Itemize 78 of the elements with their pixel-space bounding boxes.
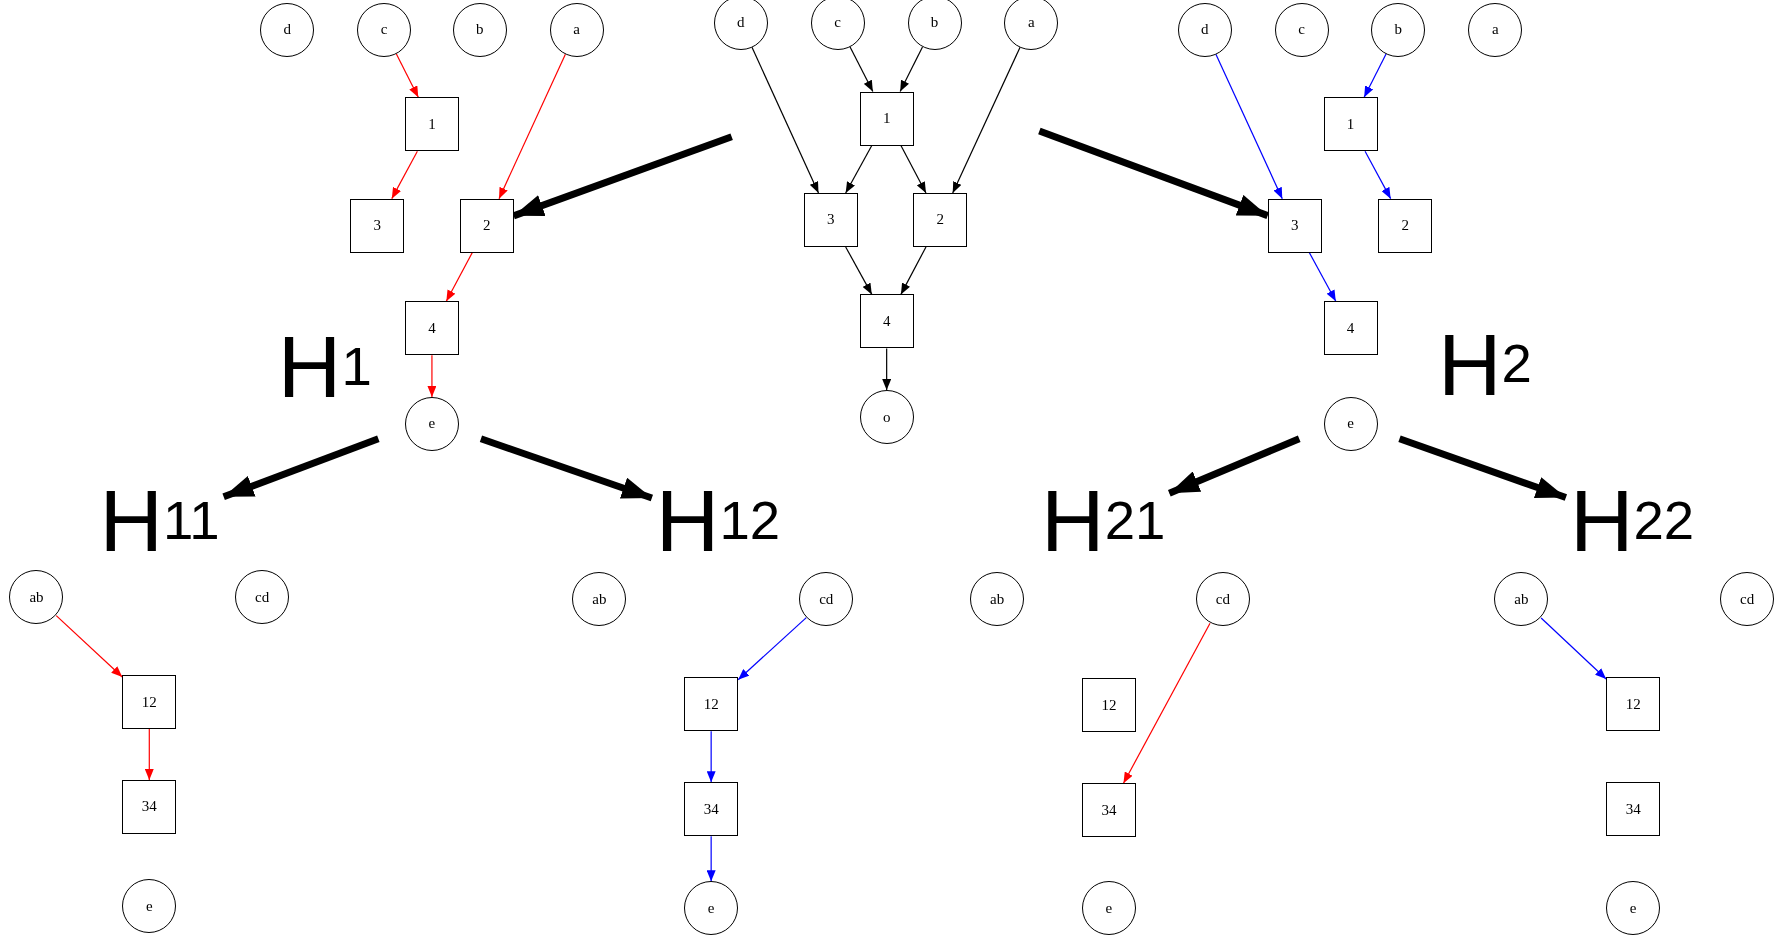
square-node: 2 <box>459 198 514 253</box>
square-node: 1 <box>404 97 459 152</box>
arrow <box>479 435 653 502</box>
arrow <box>900 144 927 194</box>
arrow <box>222 435 380 501</box>
arrow <box>751 46 820 194</box>
arrow <box>1363 53 1387 98</box>
circle-node: c <box>1274 2 1329 57</box>
arrow <box>737 617 807 681</box>
circle-node: b <box>452 2 507 57</box>
square-node: 3 <box>1267 198 1322 253</box>
circle-node: cd <box>799 572 854 627</box>
arrow <box>1364 150 1392 200</box>
arrow <box>882 347 892 391</box>
circle-node: ab <box>1494 572 1549 627</box>
arrow <box>1167 435 1301 497</box>
arrow <box>55 614 123 678</box>
circle-node: e <box>1606 881 1661 936</box>
circle-node: d <box>260 2 315 57</box>
circle-node: d <box>1177 2 1232 57</box>
circle-node: ab <box>9 570 64 625</box>
circle-node: cd <box>1195 572 1250 627</box>
arrow <box>512 133 733 220</box>
square-node: 1 <box>1323 97 1378 152</box>
square-node: 3 <box>803 192 858 247</box>
square-node: 4 <box>859 294 914 349</box>
circle-node: c <box>357 2 412 57</box>
square-node: 2 <box>913 192 968 247</box>
circle-node: ab <box>572 572 627 627</box>
circle-node: o <box>859 390 914 445</box>
circle-node: cd <box>235 570 290 625</box>
circle-node: a <box>1468 2 1523 57</box>
square-node: 12 <box>684 677 739 732</box>
circle-node: b <box>1371 2 1426 57</box>
arrow <box>952 46 1021 194</box>
square-node: 34 <box>1606 782 1661 837</box>
circle-node: a <box>549 2 604 57</box>
circle-node: a <box>1004 0 1059 50</box>
arrow <box>1215 53 1283 200</box>
arrow <box>900 246 927 295</box>
square-node: 12 <box>1081 678 1136 733</box>
arrow <box>498 53 566 200</box>
square-node: 4 <box>404 301 459 356</box>
circle-node: ab <box>970 572 1025 627</box>
arrow <box>445 252 473 302</box>
arrow <box>391 150 418 200</box>
arrow <box>395 53 419 98</box>
arrow <box>144 728 154 781</box>
circle-node: cd <box>1720 572 1775 627</box>
circle-node: b <box>907 0 962 50</box>
arrow <box>706 835 716 882</box>
square-node: 3 <box>350 198 405 253</box>
arrow <box>899 46 924 93</box>
square-node: 12 <box>1606 677 1661 732</box>
arrow <box>1038 127 1269 219</box>
square-node: 12 <box>122 675 177 730</box>
square-node: 2 <box>1378 198 1433 253</box>
arrow <box>845 246 873 295</box>
arrow <box>1308 252 1337 302</box>
square-node: 4 <box>1323 301 1378 356</box>
square-node: 1 <box>859 91 914 146</box>
circle-node: e <box>404 396 459 451</box>
square-node: 34 <box>1081 783 1136 838</box>
circle-node: d <box>713 0 768 50</box>
arrow <box>706 730 716 783</box>
arrow <box>849 46 874 93</box>
circle-node: e <box>122 879 177 934</box>
arrow <box>1540 617 1607 680</box>
square-node: 34 <box>122 779 177 834</box>
circle-node: e <box>684 881 739 936</box>
arrow <box>845 144 873 194</box>
circle-node: e <box>1323 396 1378 451</box>
circle-node: e <box>1081 881 1136 936</box>
arrow <box>1122 622 1211 784</box>
circle-node: c <box>810 0 865 50</box>
arrow <box>1398 435 1568 501</box>
square-node: 34 <box>684 782 739 837</box>
arrow <box>427 354 437 398</box>
